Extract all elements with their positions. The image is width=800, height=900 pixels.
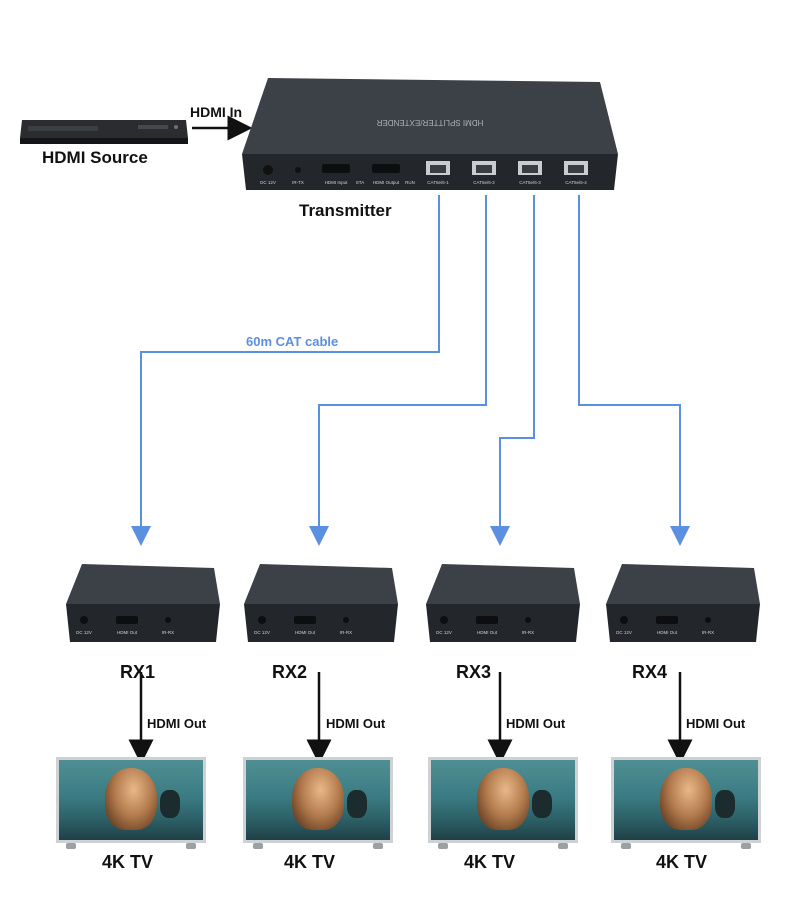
transmitter-device: HDMI SPLITTER/EXTENDER DC 12V IR-TX HDMI…	[242, 78, 618, 190]
tv-4-leg-right	[741, 843, 751, 849]
tx-port-dc: DC 12V	[260, 180, 276, 185]
tv-4-screen	[611, 757, 761, 843]
tx-port-run: RUN	[405, 180, 415, 185]
svg-text:DC 12V: DC 12V	[616, 630, 632, 635]
rx4-label: RX4	[632, 662, 668, 682]
rx1-hdmi-out-label: HDMI Out	[147, 716, 207, 731]
svg-text:HDMI Out: HDMI Out	[477, 630, 498, 635]
transmitter-top-text: HDMI SPLITTER/EXTENDER	[376, 118, 483, 127]
hdmi-source-label: HDMI Source	[42, 148, 148, 167]
rx2-label: RX2	[272, 662, 308, 682]
rx3-hdmi-out-label: HDMI Out	[506, 716, 566, 731]
cat-cable-2	[309, 195, 487, 546]
tv-1-label: 4K TV	[102, 852, 154, 872]
tx-port-cat3: CAT5e/6-3	[519, 180, 541, 185]
tv-2-leg-right	[373, 843, 383, 849]
hdmi-in-label: HDMI In	[190, 104, 243, 120]
tv-3-screen	[428, 757, 578, 843]
svg-text:DC 12V: DC 12V	[254, 630, 270, 635]
rx1-device: DC 12V HDMI Out IR-RX	[66, 564, 220, 642]
rx3-label: RX3	[456, 662, 492, 682]
svg-text:IR-RX: IR-RX	[522, 630, 534, 635]
hdmi-source-device	[20, 120, 188, 144]
tv-3-leg-left	[438, 843, 448, 849]
rx2-device: DC 12V HDMI Out IR-RX	[244, 564, 398, 642]
svg-text:IR-RX: IR-RX	[702, 630, 714, 635]
rx1-label: RX1	[120, 662, 156, 682]
svg-text:HDMI Out: HDMI Out	[117, 630, 138, 635]
tv-1-leg-left	[66, 843, 76, 849]
rx2-hdmi-out-label: HDMI Out	[326, 716, 386, 731]
cat-cable-4	[578, 195, 690, 546]
cat-cable-1	[131, 195, 440, 546]
cable-label: 60m CAT cable	[246, 334, 339, 349]
transmitter-label: Transmitter	[299, 201, 392, 220]
svg-text:DC 12V: DC 12V	[436, 630, 452, 635]
tv-3-label: 4K TV	[464, 852, 516, 872]
tv-4-label: 4K TV	[656, 852, 708, 872]
tv-1-screen	[56, 757, 206, 843]
svg-text:HDMI Out: HDMI Out	[657, 630, 678, 635]
tx-port-hdmi-output: HDMI Output	[373, 180, 400, 185]
svg-text:IR-RX: IR-RX	[340, 630, 352, 635]
tv-2-label: 4K TV	[284, 852, 336, 872]
cat-cable-3	[490, 195, 535, 546]
tx-port-sta: STA	[356, 180, 364, 185]
rx4-device: DC 12V HDMI Out IR-RX	[606, 564, 760, 642]
tv-2-leg-left	[253, 843, 263, 849]
tx-port-cat2: CAT5e/6-2	[473, 180, 495, 185]
rx4-hdmi-out-label: HDMI Out	[686, 716, 746, 731]
tx-port-hdmi-input: HDMI Input	[325, 180, 349, 185]
rx3-device: DC 12V HDMI Out IR-RX	[426, 564, 580, 642]
tv-4-leg-left	[621, 843, 631, 849]
tv-1-leg-right	[186, 843, 196, 849]
svg-text:DC 12V: DC 12V	[76, 630, 92, 635]
tv-3-leg-right	[558, 843, 568, 849]
svg-text:HDMI Out: HDMI Out	[295, 630, 316, 635]
tx-port-cat1: CAT5e/6-1	[427, 180, 449, 185]
tv-2-screen	[243, 757, 393, 843]
tx-port-cat4: CAT5e/6-4	[565, 180, 587, 185]
tx-port-irtx: IR-TX	[292, 180, 304, 185]
svg-text:IR-RX: IR-RX	[162, 630, 174, 635]
